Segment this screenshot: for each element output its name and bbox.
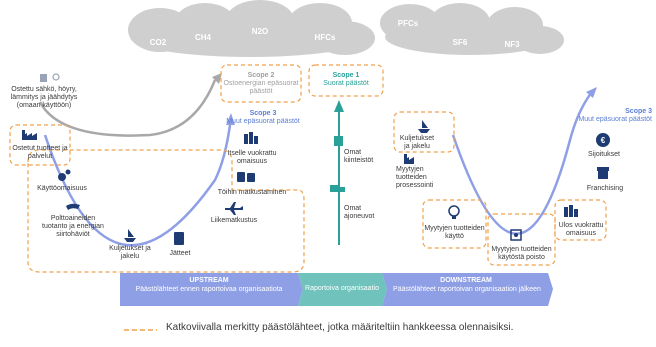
store-icon [597,167,609,179]
scope2-subtitle: Ostoenergian epäsuorat päästöt [223,80,299,95]
airplane-icon [225,202,243,215]
band-upstream-subtitle: Päästölähteet ennen raportoivaa organisa… [135,286,283,293]
box-down-leased [554,199,607,241]
scope1-title: Scope 1 [332,72,360,79]
item-facilities: Omat kiinteistöt [344,149,374,164]
item-fuel-energy: Polttoaineiden tuotanto ja energian siir… [42,215,104,238]
scope1-label: Scope 1 Suorat päästöt [310,72,382,88]
building-icon [244,132,258,144]
scope3-upstream-title: Scope 3 [249,110,277,117]
gas-co2: CO2 [149,38,167,47]
item-purchased-energy: Ostettu sähkö, höyry, lämmitys ja jäähdy… [10,86,78,109]
building-downstream-icon [564,205,578,217]
scope3-downstream-subtitle: Muut epäsuorat päästöt [578,116,652,123]
gas-pfcs: PFCs [397,19,419,28]
gas-hfcs: HFCs [314,33,336,42]
scope3-upstream-arrowhead [226,113,235,125]
energy-icon [40,73,60,82]
scope3-upstream-subtitle: Muut epäsuorat päästöt [226,118,300,125]
cloud-right [380,3,564,55]
item-franchising: Franchising [586,185,624,192]
box-down-eol [487,213,556,266]
item-purchased-goods: Ostetut tuotteet ja palvelut [12,145,68,160]
scope3-upstream-label: Scope 3 Muut epäsuorat päästöt [215,110,311,126]
scope3-downstream-arrowhead [586,87,597,98]
item-business-travel: Liikematkustus [210,217,258,224]
box-down-use [422,199,487,249]
scope2-label: Scope 2 Ostoenergian epäsuorat päästöt [222,72,300,96]
facility-icon [334,136,343,146]
band-reporting-label: Raportoiva organisaatio [305,285,379,292]
band-reporting [298,273,387,306]
ship-downstream-icon [418,120,430,133]
scope1-subtitle: Suorat päästöt [323,80,369,87]
item-upstream-leased: Itselle vuokrattu omaisuus [227,150,277,165]
band-downstream-title: DOWNSTREAM [440,277,492,284]
box-upstream-big [27,149,305,273]
cloud-left [128,0,375,57]
lightbulb-icon [448,205,460,219]
band-upstream-title: UPSTREAM [189,277,229,284]
gas-sf6: SF6 [452,38,468,47]
item-downstream-leased: Ulos vuokrattu omaisuus [558,222,604,237]
factory-icon [22,130,37,140]
factory-downstream-icon [404,154,414,164]
gear-icon [58,169,71,181]
band-downstream-subtitle: Päästölähteet raportoivan organisaation … [393,286,541,293]
waste-barrel-icon [174,232,184,245]
scope3-downstream-title: Scope 3 [625,108,652,115]
scope1-arrowhead [334,100,344,112]
band-downstream [382,273,553,306]
gas-ch4: CH4 [194,33,211,42]
euro-icon [596,133,610,147]
item-capital-goods: Käyttöomaisuus [37,185,87,192]
item-use: Myytyjen tuotteiden käyttö [424,225,485,240]
scope2-arrowhead [212,73,222,84]
end-of-life-icon [510,229,522,241]
item-end-of-life: Myytyjen tuotteiden käytöstä poisto [491,246,552,261]
scope2-title: Scope 2 [247,72,275,79]
commute-icon [237,172,255,182]
gas-nf3: NF3 [504,40,520,49]
gas-n2o: N2O [251,27,269,36]
scope2-arc [38,79,217,137]
item-waste: Jätteet [169,250,191,257]
legend-text: Katkoviivalla merkitty päästölähteet, jo… [166,322,514,333]
box-purchased-goods [9,124,71,166]
fuel-nozzle-icon [66,203,80,210]
box-down-transport [393,111,455,153]
item-investments: Sijoitukset [588,151,620,158]
box-scope1 [308,64,384,97]
ship-icon [124,229,136,242]
item-processing: Myytyjen tuotteiden prosessointi [396,166,434,189]
item-downstream-transport: Kuljetukset ja jakelu [399,135,435,150]
scope3-downstream-curve [451,91,593,235]
band-upstream [120,273,303,306]
item-upstream-transport: Kuljetukset ja jakelu [109,245,151,260]
euro-symbol: € [601,136,606,145]
scope3-downstream-label: Scope 3 Muut epäsuorat päästöt [566,108,652,124]
clouds [128,0,564,57]
truck-icon [330,185,345,192]
item-vehicles: Omat ajoneuvot [344,205,375,220]
item-commuting: Töihin matkustaminen [217,189,287,196]
